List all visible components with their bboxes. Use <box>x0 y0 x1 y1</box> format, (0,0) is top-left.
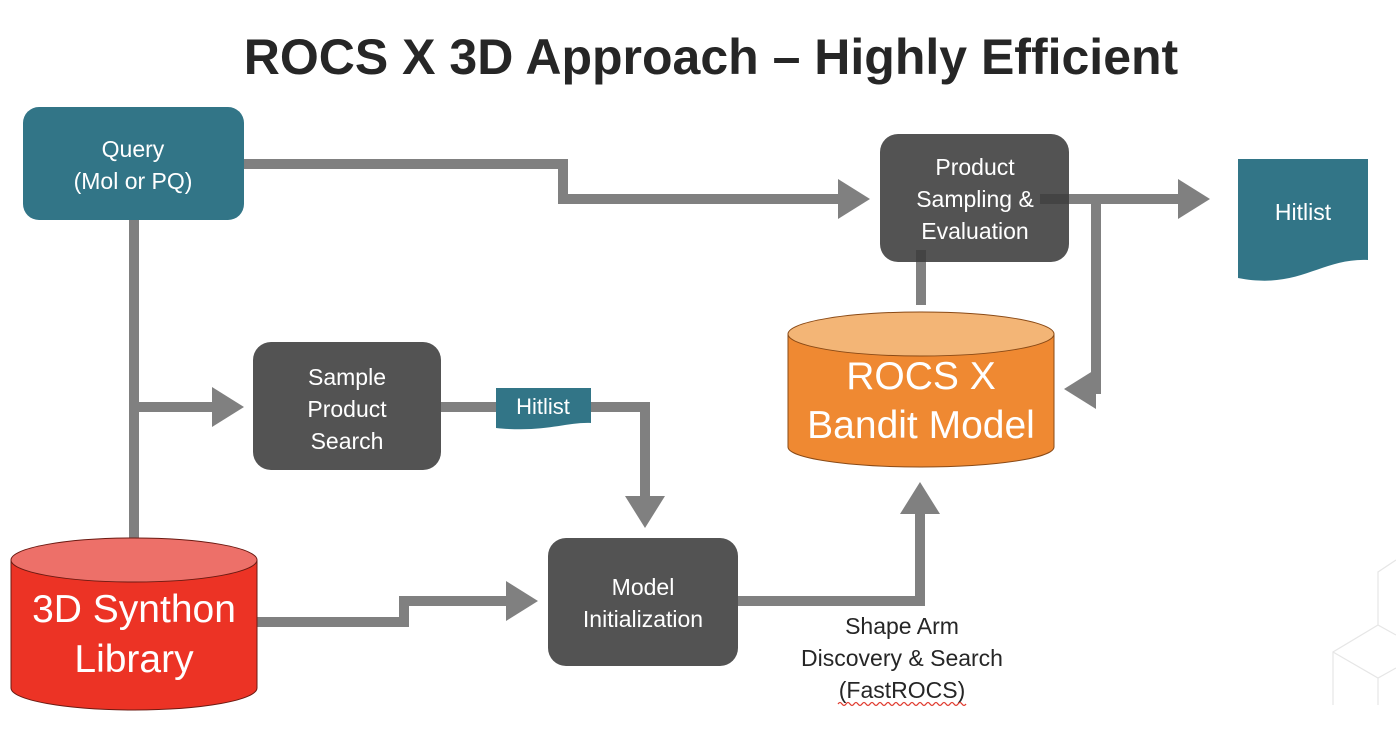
node-synthon-library[interactable]: 3D Synthon Library <box>10 537 258 711</box>
node-bandit-model[interactable]: ROCS X Bandit Model <box>787 311 1055 468</box>
node-sample-product-search[interactable]: Sample Product Search <box>253 342 441 470</box>
product-sampling-line1: Product <box>935 154 1015 180</box>
hex-decoration <box>1332 559 1396 705</box>
node-query[interactable]: Query (Mol or PQ) <box>23 107 244 220</box>
edge-annotation-shape-arm: Shape Arm Discovery & Search (FastROCS) <box>801 613 1003 707</box>
query-label-line2: (Mol or PQ) <box>74 168 193 194</box>
sample-search-line3: Search <box>311 428 384 454</box>
annotation-line2: Discovery & Search <box>801 645 1003 671</box>
node-product-sampling[interactable]: Product Sampling & Evaluation <box>880 134 1069 262</box>
edge-model-init-to-bandit <box>738 482 940 606</box>
synthon-line1: 3D Synthon <box>32 588 236 631</box>
edge-query-to-product-sampling <box>244 159 870 219</box>
slide-title: ROCS X 3D Approach – Highly Efficient <box>243 29 1179 85</box>
synthon-line2: Library <box>74 638 194 681</box>
model-init-line2: Initialization <box>583 606 703 632</box>
node-hitlist-output[interactable]: Hitlist <box>1238 159 1368 281</box>
query-label-line1: Query <box>102 136 165 162</box>
sample-search-line1: Sample <box>308 364 386 390</box>
hitlist-intermediate-label: Hitlist <box>516 394 570 419</box>
edge-feedback-to-bandit <box>1064 199 1101 409</box>
product-sampling-line3: Evaluation <box>921 218 1028 244</box>
edge-synthon-to-model-init <box>252 581 538 627</box>
product-sampling-line2: Sampling & <box>916 186 1034 212</box>
spellcheck-underline <box>837 701 967 707</box>
annotation-line1: Shape Arm <box>845 613 959 639</box>
bandit-line2: Bandit Model <box>807 404 1035 447</box>
model-init-line1: Model <box>612 574 675 600</box>
bandit-line1: ROCS X <box>846 355 996 398</box>
hitlist-output-label: Hitlist <box>1275 199 1332 225</box>
node-hitlist-intermediate[interactable]: Hitlist <box>496 388 591 430</box>
annotation-line3: (FastROCS) <box>839 677 966 703</box>
sample-search-line2: Product <box>307 396 387 422</box>
node-model-initialization[interactable]: Model Initialization <box>548 538 738 666</box>
